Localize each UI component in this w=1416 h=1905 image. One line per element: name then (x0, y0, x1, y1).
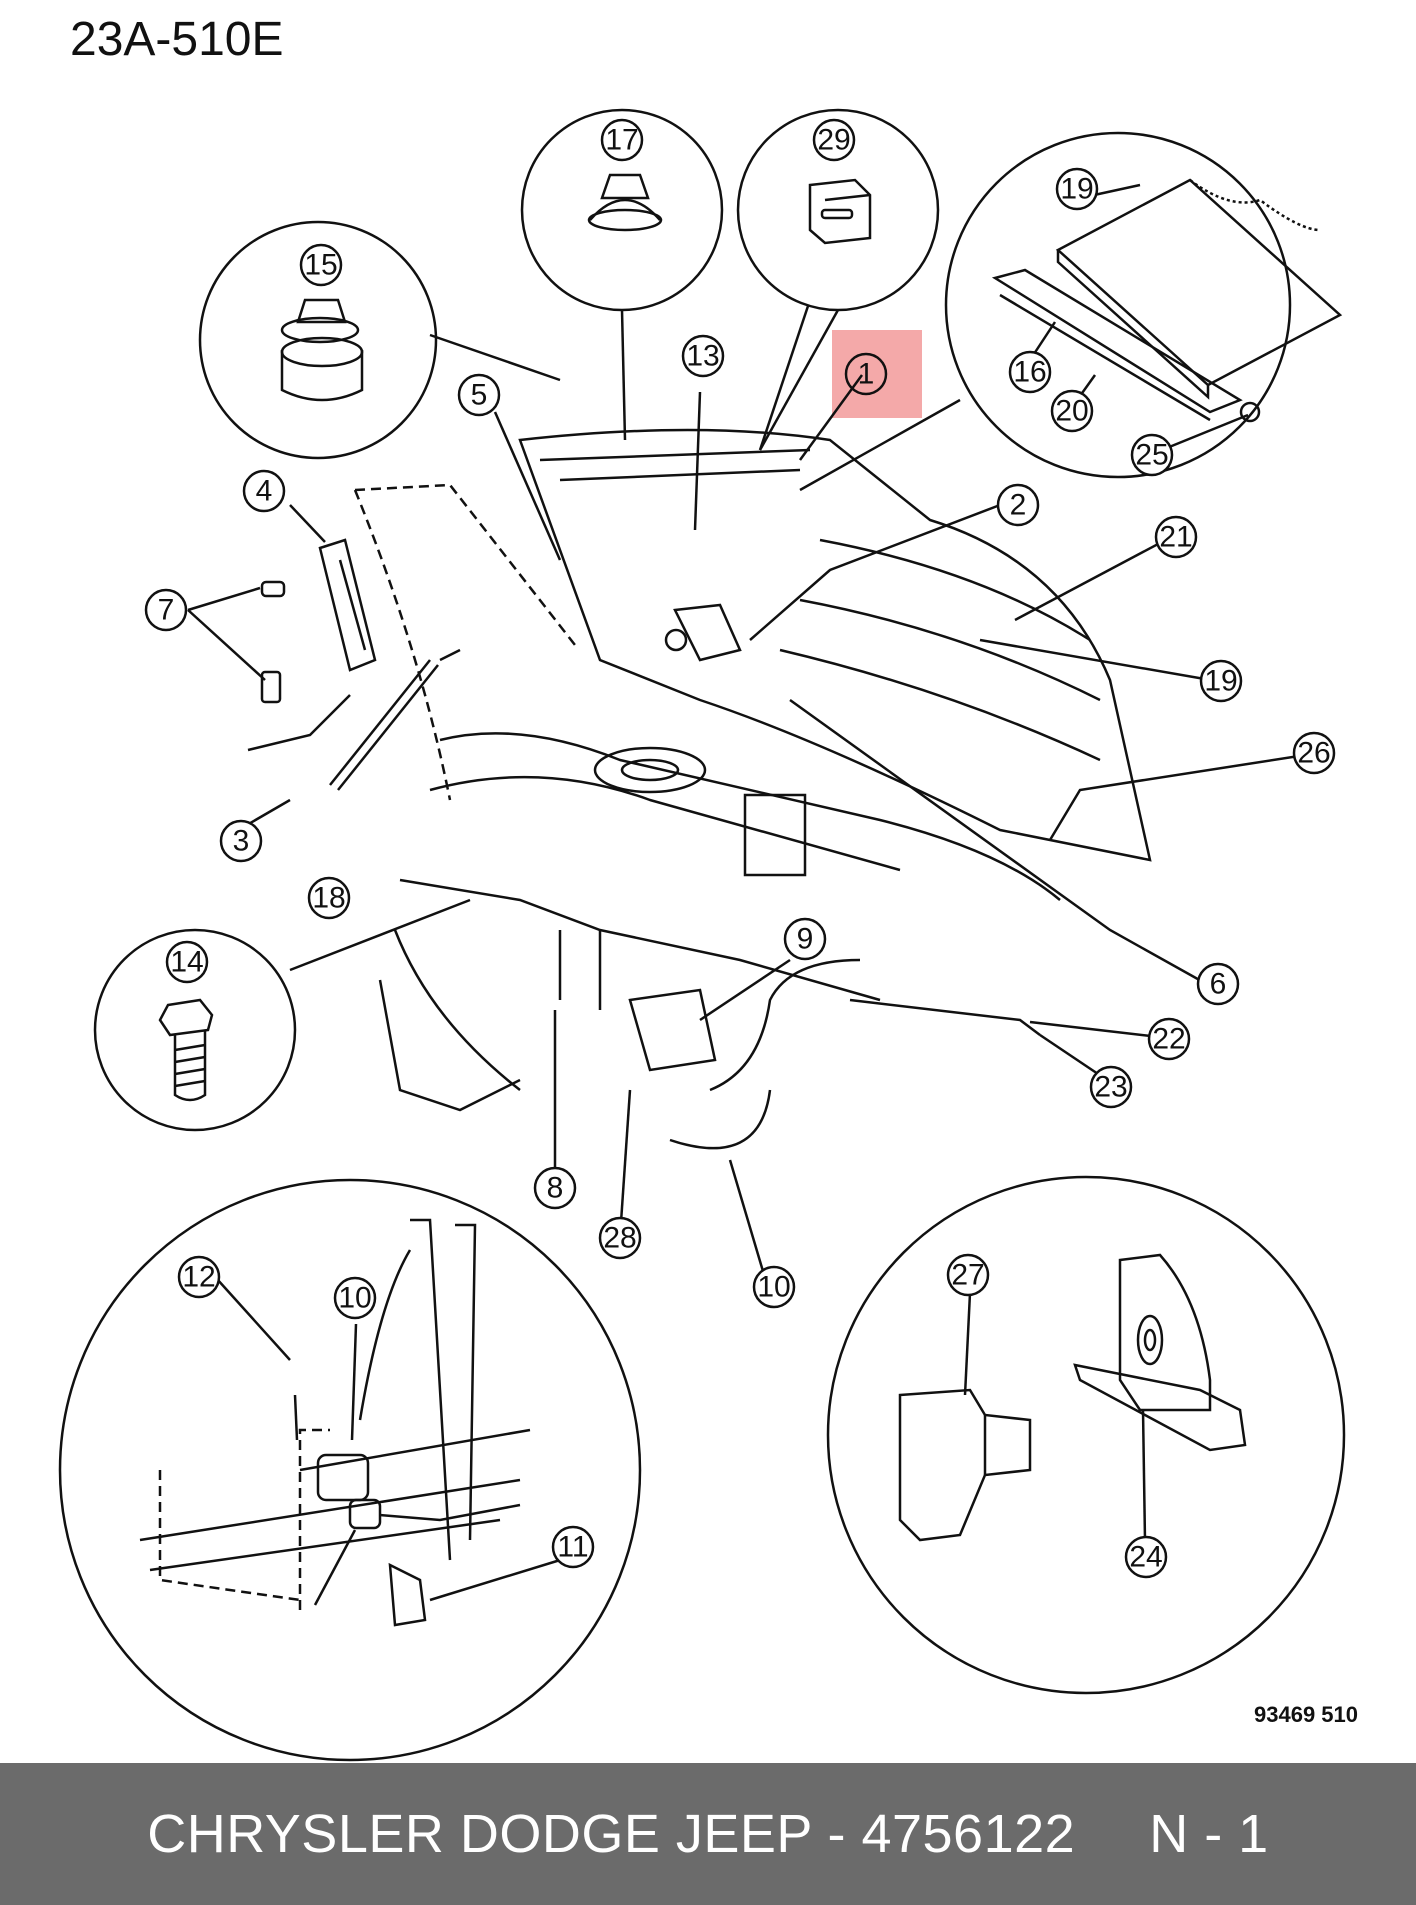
svg-text:26: 26 (1297, 737, 1330, 770)
detail-circle-15 (198, 220, 438, 460)
callout-17: 17 (600, 118, 644, 162)
callout-7: 7 (144, 588, 188, 632)
part-16-strip (991, 268, 1261, 423)
detail-circle-14 (93, 928, 297, 1132)
callout-2: 2 (996, 483, 1040, 527)
callout-15: 15 (299, 243, 343, 287)
diagram-code: 23A-510E (70, 13, 284, 66)
detail-circle-19 (944, 131, 1292, 479)
svg-text:15: 15 (304, 249, 337, 282)
svg-text:4: 4 (256, 475, 273, 508)
callout-28: 28 (598, 1216, 642, 1260)
svg-text:22: 22 (1152, 1023, 1185, 1056)
callout-8: 8 (533, 1166, 577, 1210)
svg-text:6: 6 (1210, 968, 1227, 1001)
callout-1: 1 (844, 352, 888, 396)
callout-24: 24 (1124, 1535, 1168, 1579)
callout-3: 3 (219, 819, 263, 863)
callout-10-main: 10 (752, 1265, 796, 1309)
hood-latch (628, 603, 1041, 1150)
callouts: 1 2 3 4 5 6 7 8 9 10 10 11 12 13 14 15 1… (144, 118, 1336, 1579)
svg-text:17: 17 (605, 124, 638, 157)
svg-text:10: 10 (338, 1282, 371, 1315)
part-17-grommet (587, 173, 663, 232)
svg-text:7: 7 (158, 594, 175, 627)
footer-brand-part: CHRYSLER DODGE JEEP - 4756122 (147, 1804, 1076, 1864)
callout-23: 23 (1089, 1065, 1133, 1109)
hood-assembly (518, 428, 1152, 862)
svg-text:18: 18 (312, 882, 345, 915)
svg-text:12: 12 (182, 1261, 215, 1294)
detail-circle-bottom-left (58, 1178, 642, 1762)
part-27-block (898, 1388, 1032, 1542)
svg-text:9: 9 (797, 923, 814, 956)
svg-text:24: 24 (1129, 1541, 1162, 1574)
footer-bar: CHRYSLER DODGE JEEP - 4756122 N - 1 (0, 1763, 1416, 1905)
callout-29: 29 (812, 118, 856, 162)
diagram-ref-number: 93469 510 (1254, 1702, 1358, 1727)
svg-text:3: 3 (233, 825, 250, 858)
svg-text:13: 13 (686, 340, 719, 373)
footer-page: N - 1 (1149, 1804, 1269, 1864)
callout-25: 25 (1130, 433, 1174, 477)
hood-hinge-left (247, 483, 576, 801)
svg-text:20: 20 (1055, 395, 1088, 428)
svg-text:23: 23 (1094, 1071, 1127, 1104)
part-24-striker (1073, 1253, 1247, 1452)
part-29-bumper (808, 178, 872, 245)
callout-9: 9 (783, 917, 827, 961)
callout-12: 12 (177, 1255, 221, 1299)
detail-circle-bottom-right (826, 1175, 1346, 1695)
callout-16: 16 (1008, 350, 1052, 394)
detail-release-handle (139, 1218, 531, 1627)
callout-10-detail: 10 (333, 1276, 377, 1320)
part-19-insulator (1055, 178, 1343, 400)
callout-6: 6 (1196, 962, 1240, 1006)
svg-text:21: 21 (1159, 521, 1192, 554)
svg-text:28: 28 (603, 1222, 636, 1255)
svg-text:19: 19 (1060, 173, 1093, 206)
callout-20: 20 (1050, 389, 1094, 433)
diagram-linework (58, 108, 1346, 1762)
callout-5: 5 (457, 373, 501, 417)
callout-19-detail: 19 (1055, 167, 1099, 211)
callout-22: 22 (1147, 1017, 1191, 1061)
callout-4: 4 (242, 469, 286, 513)
svg-text:27: 27 (951, 1259, 984, 1292)
svg-text:29: 29 (817, 124, 850, 157)
svg-text:16: 16 (1013, 356, 1046, 389)
svg-text:19: 19 (1204, 665, 1237, 698)
svg-text:2: 2 (1010, 489, 1027, 522)
callout-18: 18 (307, 876, 351, 920)
callout-19-main: 19 (1199, 659, 1243, 703)
callout-13: 13 (681, 334, 725, 378)
callout-27: 27 (946, 1253, 990, 1297)
svg-text:5: 5 (471, 379, 488, 412)
callout-14: 14 (165, 940, 209, 984)
part-15-fastener (280, 298, 364, 402)
engine-compartment (378, 732, 1061, 1112)
svg-text:10: 10 (757, 1271, 790, 1304)
part-14-bolt (158, 998, 214, 1102)
parts-diagram: 23A-510E (58, 13, 1358, 1762)
svg-text:25: 25 (1135, 439, 1168, 472)
svg-text:14: 14 (170, 946, 203, 979)
callout-21: 21 (1154, 515, 1198, 559)
svg-text:1: 1 (858, 358, 875, 391)
callout-26: 26 (1292, 731, 1336, 775)
svg-text:8: 8 (547, 1172, 564, 1205)
leader-lines (187, 183, 1313, 1606)
svg-text:11: 11 (557, 1531, 588, 1564)
callout-11: 11 (551, 1525, 595, 1569)
